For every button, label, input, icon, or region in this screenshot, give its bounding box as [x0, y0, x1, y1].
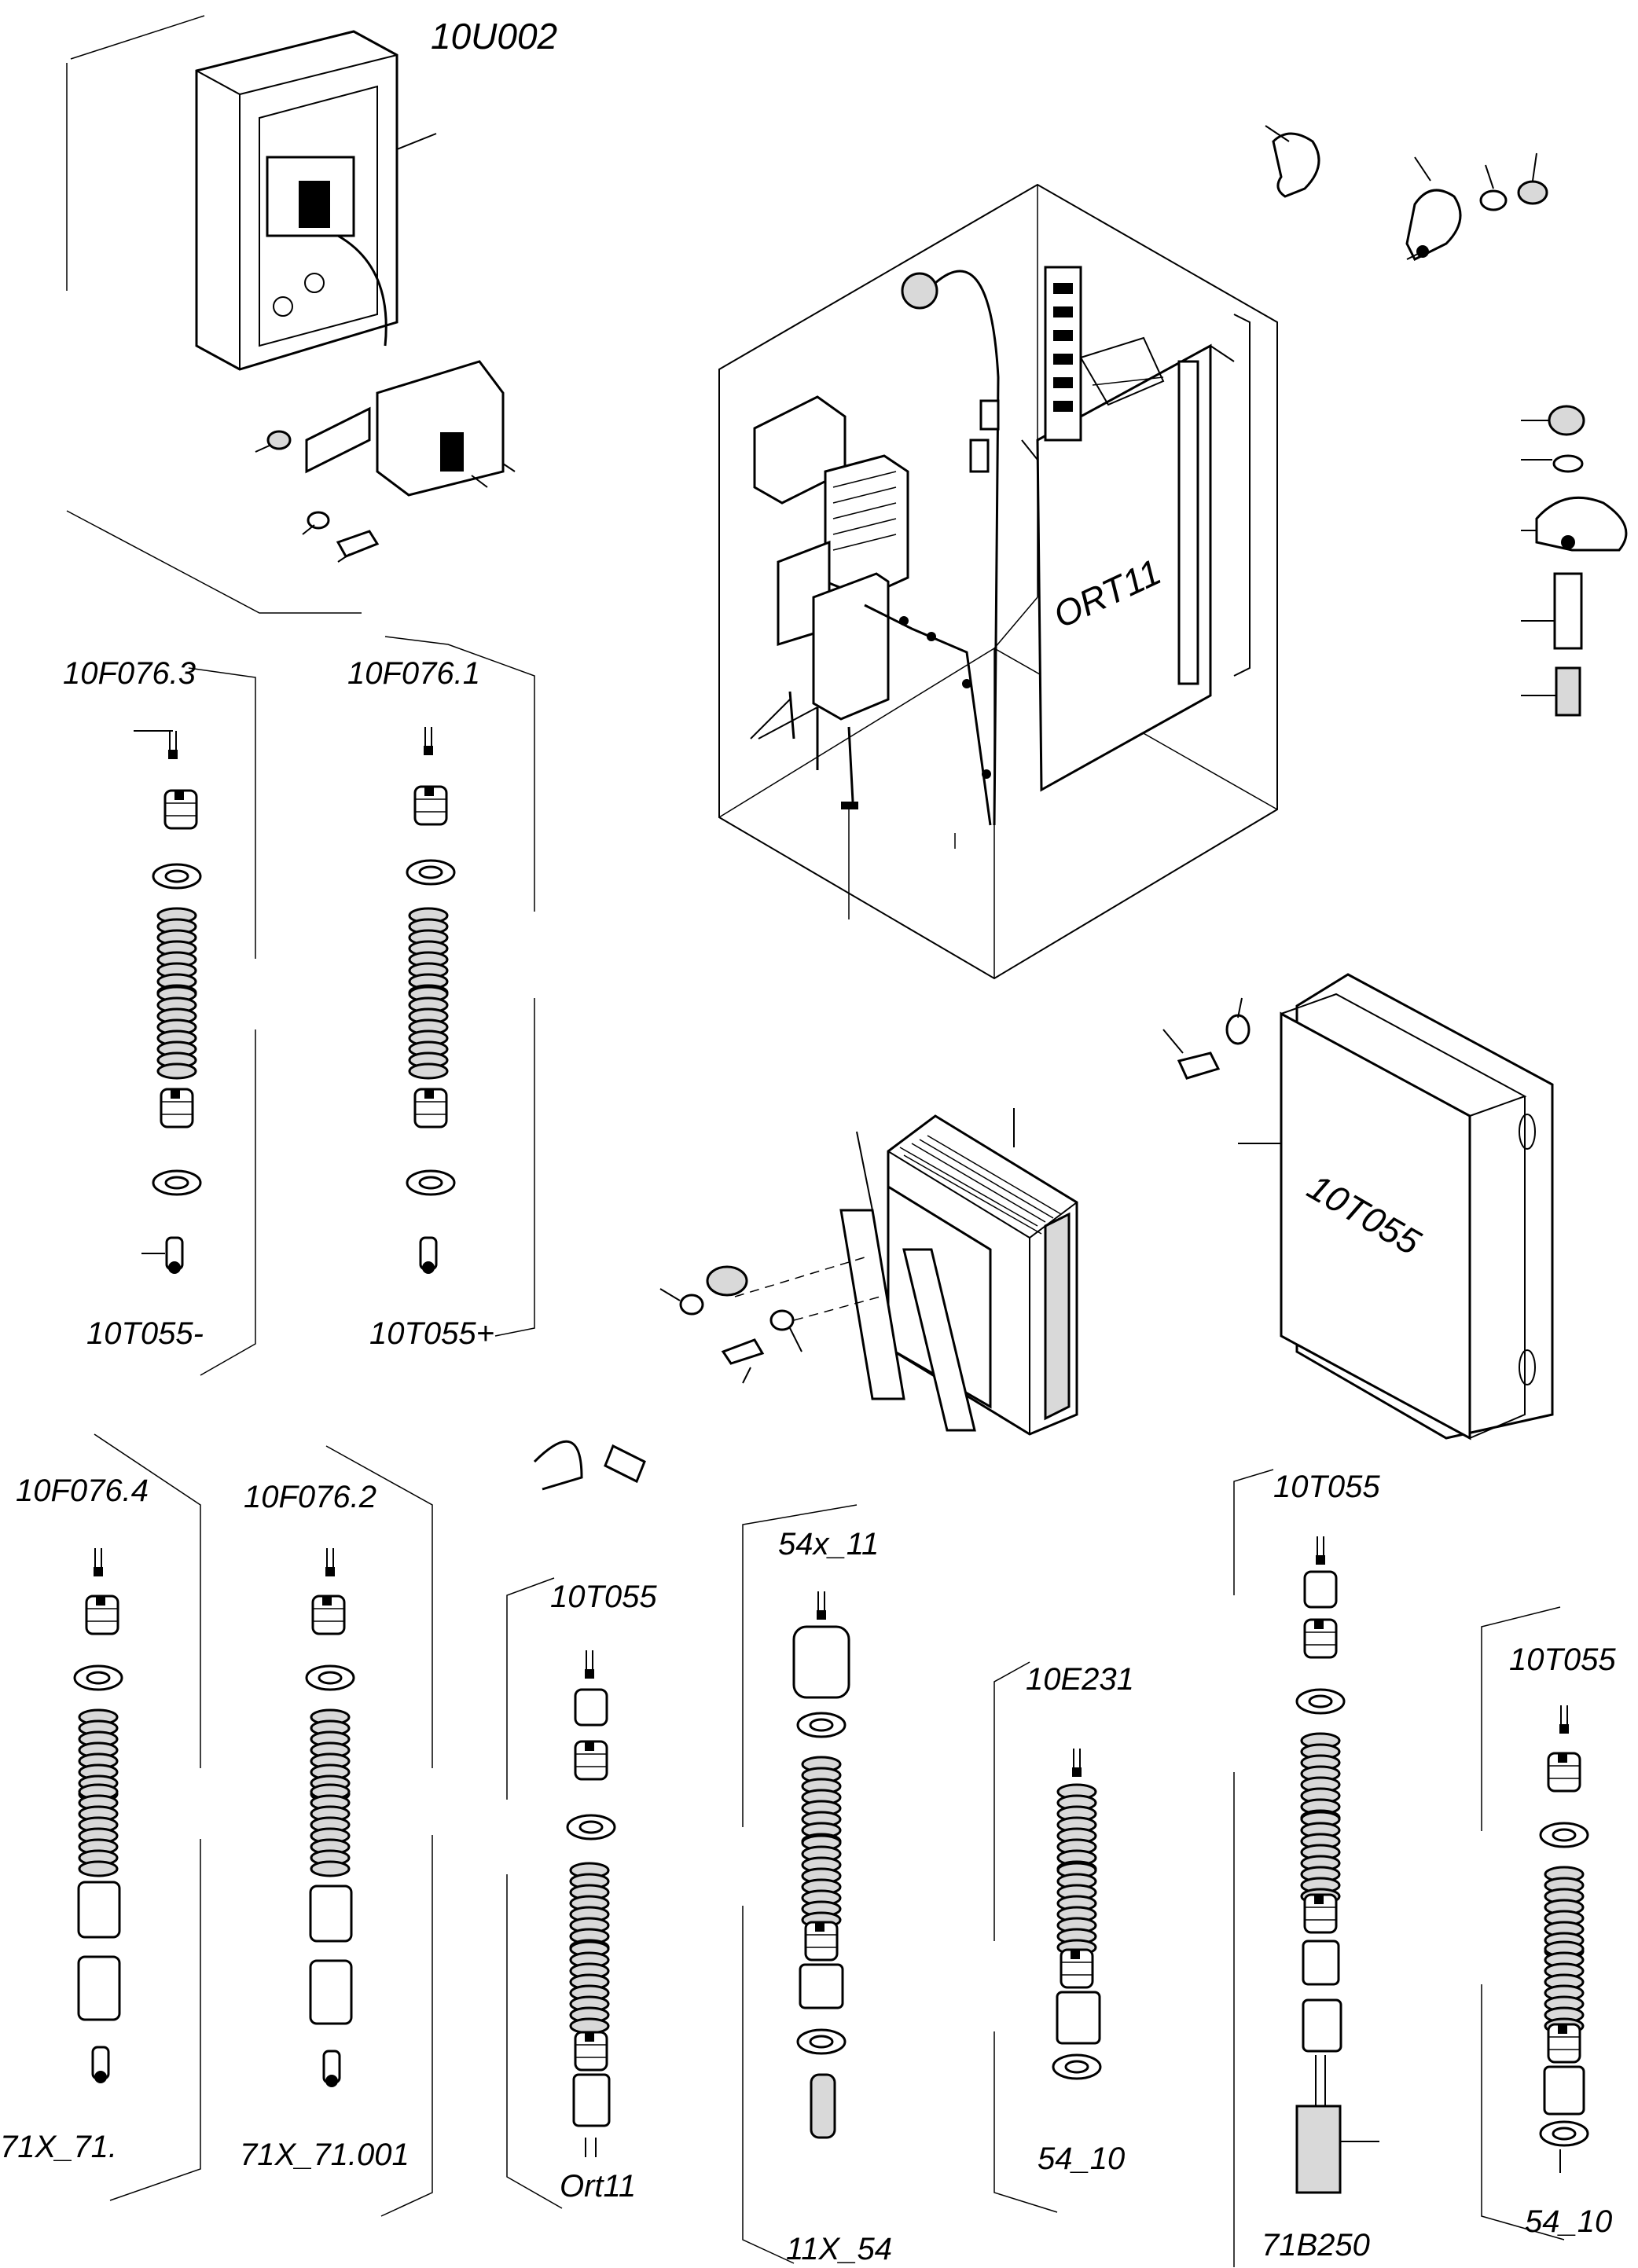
label-10u002: 10U002	[431, 16, 557, 57]
stack-54x-11: 54x_11 11X_54	[742, 1504, 892, 2266]
stack-10e231: 10E231 54_10	[993, 1661, 1134, 2213]
label-10f076-3: 10F076.3	[63, 656, 196, 691]
transformer-10t055: 10T055	[1162, 973, 1554, 1440]
label-10t055-c: 10T055	[1509, 1642, 1616, 1677]
heat-exchanger-unit	[533, 1108, 1078, 1491]
stack-10f076-2: 10F076.2 71X_71.001	[240, 1445, 433, 2217]
label-54-10-b: 54_10	[1525, 2204, 1612, 2239]
label-54x-11: 54x_11	[778, 1527, 879, 1562]
label-10t055-a: 10T055	[550, 1580, 657, 1614]
label-10t055-b: 10T055	[1273, 1470, 1380, 1504]
label-71b250: 71B250	[1262, 2228, 1370, 2262]
stack-10t055-b: 10T055 71B250	[1233, 1469, 1380, 2267]
label-10t055-minus: 10T055-	[86, 1316, 204, 1351]
stack-10t055-a: 10T055 Ort11	[506, 1577, 657, 2209]
cabinet-ort11: ORT11	[718, 183, 1278, 980]
clamp-hardware	[1265, 125, 1628, 717]
label-10f076-2: 10F076.2	[244, 1480, 376, 1514]
stack-10f076-4: 10F076.4 71X_71.	[0, 1433, 201, 2201]
stack-10f076-3: 10F076.3 10T055-	[63, 656, 256, 1376]
label-10f076-1: 10F076.1	[347, 656, 480, 691]
label-10f076-4: 10F076.4	[16, 1473, 149, 1508]
label-11x-54: 11X_54	[786, 2232, 892, 2266]
stack-10t055-c: 10T055 54_10	[1481, 1606, 1616, 2240]
label-71x-71: 71X_71.	[0, 2130, 117, 2164]
label-10e231: 10E231	[1026, 1662, 1134, 1697]
label-71x-71-001: 71X_71.001	[240, 2138, 410, 2172]
label-10t055-plus: 10T055+	[369, 1316, 494, 1351]
stack-10f076-1: 10F076.1 10T055+	[347, 636, 535, 1351]
label-ort11-small: Ort11	[560, 2169, 636, 2204]
label-54-10-a: 54_10	[1038, 2141, 1125, 2176]
switch-box-group: 10U002	[66, 15, 557, 614]
